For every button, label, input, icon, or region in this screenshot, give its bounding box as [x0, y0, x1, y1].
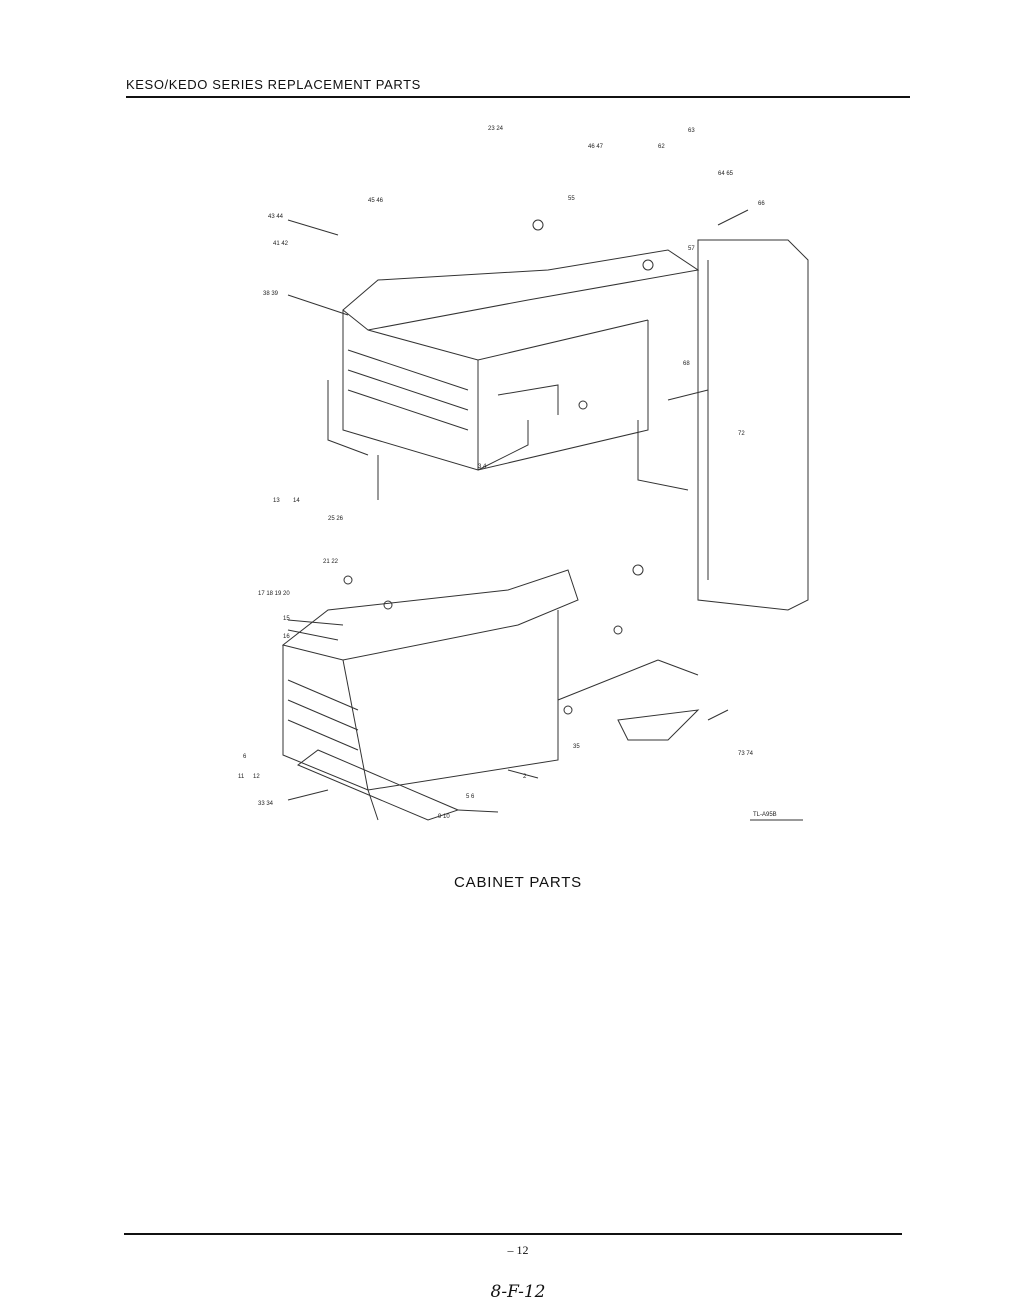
- callout-label: 5 6: [466, 794, 475, 800]
- callout-label: 11: [238, 774, 245, 780]
- callout-label: 35: [573, 744, 580, 750]
- callout-label: 16: [283, 634, 290, 640]
- callout-label: 55: [568, 196, 575, 202]
- callout-label: 33 34: [258, 801, 274, 807]
- callout-label: 14: [293, 498, 300, 504]
- callout-label: 12: [253, 774, 260, 780]
- callout-label: 38 39: [263, 291, 279, 297]
- callout-label: 64 65: [718, 171, 734, 177]
- callout-label: 2: [523, 774, 527, 780]
- callout-label: 43 44: [268, 214, 284, 220]
- cabinet-parts-exploded-diagram: 43 44 45 46 38 39 15 16 17 18 19 20 21 2…: [238, 126, 809, 821]
- diagram-callouts: 43 44 45 46 38 39 15 16 17 18 19 20 21 2…: [238, 126, 777, 820]
- handwritten-page-code: 8-F-12: [490, 1282, 546, 1302]
- callout-label: 46 47: [588, 144, 604, 150]
- callout-label: 21 22: [323, 559, 339, 565]
- callout-label: 68: [683, 361, 690, 367]
- callout-label: 17 18 19 20: [258, 591, 290, 597]
- callout-label: 6: [243, 754, 247, 760]
- figure-code: TL-A95B: [753, 812, 777, 818]
- callout-label: 66: [758, 201, 765, 207]
- callout-label: 9 10: [438, 814, 450, 820]
- callout-label: 57: [688, 246, 695, 252]
- callout-label: 45 46: [368, 198, 384, 204]
- page-number: – 12: [507, 1243, 529, 1257]
- callout-label: 15: [283, 616, 290, 622]
- footer-rule: [124, 1233, 902, 1235]
- callout-label: 25 26: [328, 516, 344, 522]
- callout-label: 63: [688, 128, 695, 134]
- document-header: KESO/KEDO SERIES REPLACEMENT PARTS: [126, 77, 421, 92]
- callout-label: 23 24: [488, 126, 504, 132]
- header-rule: [126, 96, 910, 98]
- figure-caption: CABINET PARTS: [454, 874, 582, 891]
- callout-label: 62: [658, 144, 665, 150]
- callout-label: 73 74: [738, 751, 754, 757]
- callout-label: 72: [738, 431, 745, 437]
- callout-label: 3 4: [478, 464, 487, 470]
- callout-label: 13: [273, 498, 280, 504]
- callout-label: 41 42: [273, 241, 289, 247]
